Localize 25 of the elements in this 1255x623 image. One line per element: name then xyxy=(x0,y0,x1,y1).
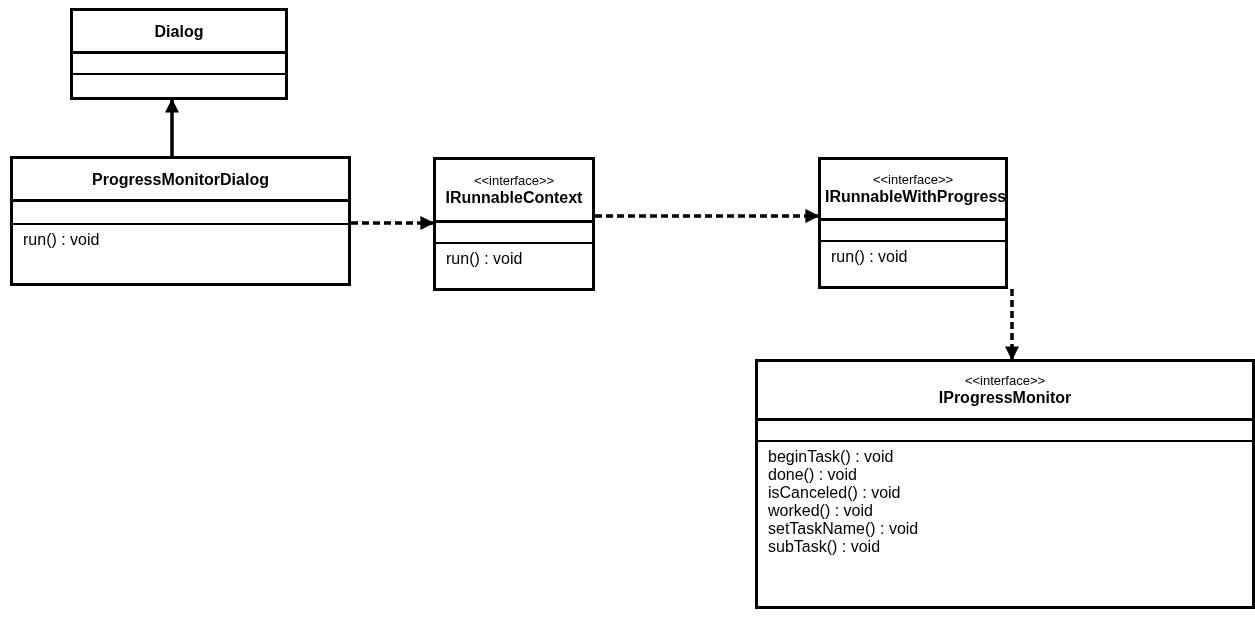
class-name: Dialog xyxy=(153,21,205,41)
method-signature: setTaskName() : void xyxy=(767,520,920,538)
stereotype-label: <<interface>> xyxy=(871,172,955,187)
inheritance-arrow xyxy=(165,98,179,156)
stereotype-label: <<interface>> xyxy=(963,373,1047,388)
class-box xyxy=(433,157,595,291)
method-signature: worked() : void xyxy=(767,502,874,520)
method-signature: run() : void xyxy=(445,250,524,268)
class-name: ProgressMonitorDialog xyxy=(91,169,270,189)
class-box xyxy=(818,157,1008,289)
dependency-arrow xyxy=(351,216,435,230)
dependency-arrow xyxy=(1005,289,1019,361)
method-signature: run() : void xyxy=(22,231,101,249)
class-box xyxy=(10,156,351,286)
method-signature: subTask() : void xyxy=(767,538,882,556)
method-signature: beginTask() : void xyxy=(767,448,895,466)
method-signature: done() : void xyxy=(767,466,858,484)
class-box xyxy=(755,359,1255,609)
dependency-arrow xyxy=(595,209,820,223)
stereotype-label: <<interface>> xyxy=(472,173,556,188)
method-signature: run() : void xyxy=(830,248,909,266)
method-signature: isCanceled() : void xyxy=(767,484,902,502)
class-name: IRunnableContext xyxy=(444,188,584,207)
class-box xyxy=(70,8,288,100)
class-name: IProgressMonitor xyxy=(937,388,1073,407)
